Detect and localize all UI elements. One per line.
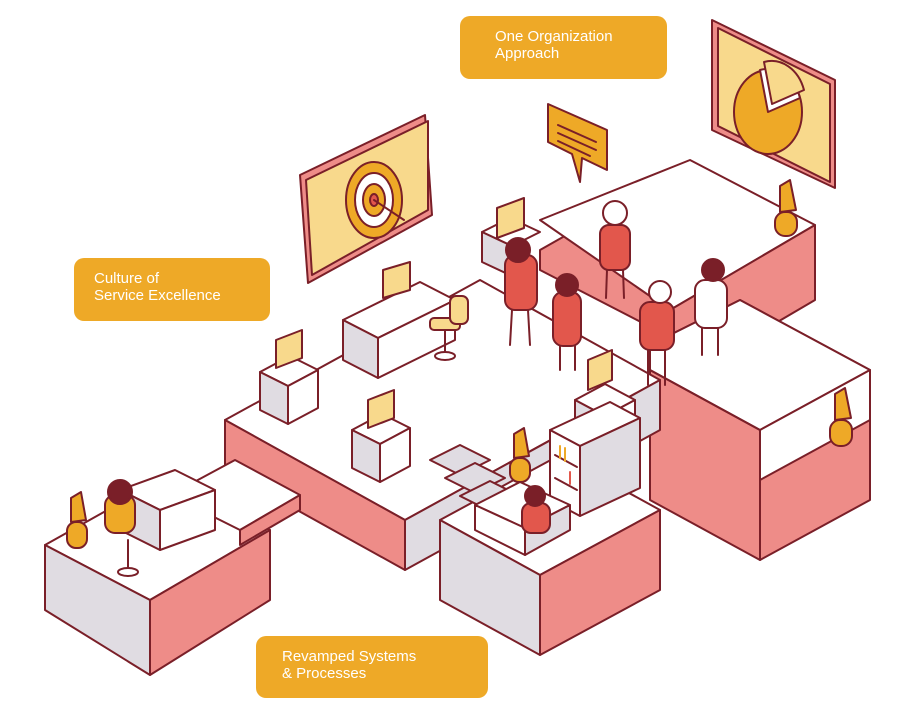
label-line: Culture of <box>94 270 160 287</box>
person-standing <box>504 237 538 346</box>
person-seated <box>104 479 139 577</box>
person-seated <box>521 485 551 534</box>
label-line: One Organization <box>495 28 613 45</box>
person-standing <box>599 200 631 299</box>
thumbs-up-icon <box>66 491 88 549</box>
speech-bubble-icon <box>547 103 608 183</box>
label-line: Approach <box>495 45 560 62</box>
label-line: & Processes <box>282 665 367 682</box>
thumbs-up-icon <box>829 387 853 447</box>
one-organization-label: One Organization Approach <box>460 16 667 79</box>
desk-top <box>481 197 541 277</box>
thumbs-up-icon <box>774 179 798 237</box>
office-chair <box>429 295 469 361</box>
person-standing <box>552 273 582 371</box>
desk-left <box>119 469 216 551</box>
label-line: Revamped Systems <box>282 648 417 665</box>
thumbs-up-icon <box>509 427 531 483</box>
culture-label: Culture of Service Excellence <box>74 258 270 321</box>
target-icon <box>299 114 433 284</box>
desk-small-1 <box>259 329 319 425</box>
desk-small-2 <box>351 389 411 483</box>
walkway <box>169 459 301 546</box>
label-line: Service Excellence <box>94 287 221 304</box>
revamped-systems-label: Revamped Systems & Processes <box>256 636 488 698</box>
person-standing <box>694 258 728 356</box>
person-standing <box>639 280 675 386</box>
bookshelf-icon <box>549 401 641 517</box>
pie-chart-icon <box>711 19 836 189</box>
